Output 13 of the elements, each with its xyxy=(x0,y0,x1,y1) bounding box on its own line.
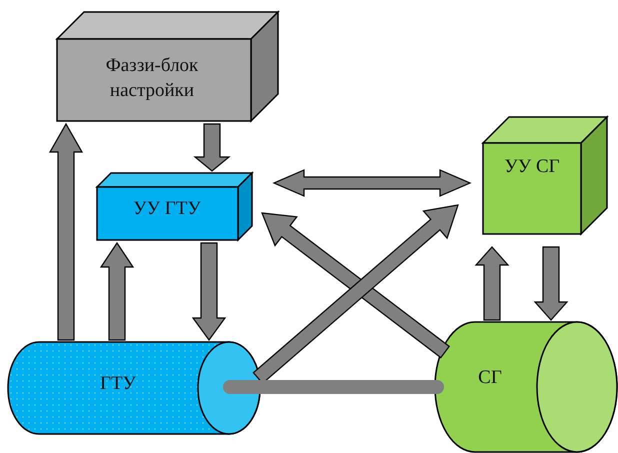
block-arrow xyxy=(474,246,510,321)
cylinder xyxy=(435,322,617,452)
block-arrow xyxy=(193,123,231,172)
cylinder xyxy=(8,342,260,434)
block-arrow xyxy=(272,169,472,197)
block-arrow xyxy=(192,242,226,342)
block-arrow xyxy=(261,212,450,358)
block-arrow xyxy=(48,122,84,341)
block-arrow xyxy=(534,246,568,321)
block-arrow xyxy=(100,242,134,341)
shaft-line xyxy=(223,380,444,394)
block-label: СГ xyxy=(477,366,503,390)
block-label: ГТУ xyxy=(98,372,138,396)
